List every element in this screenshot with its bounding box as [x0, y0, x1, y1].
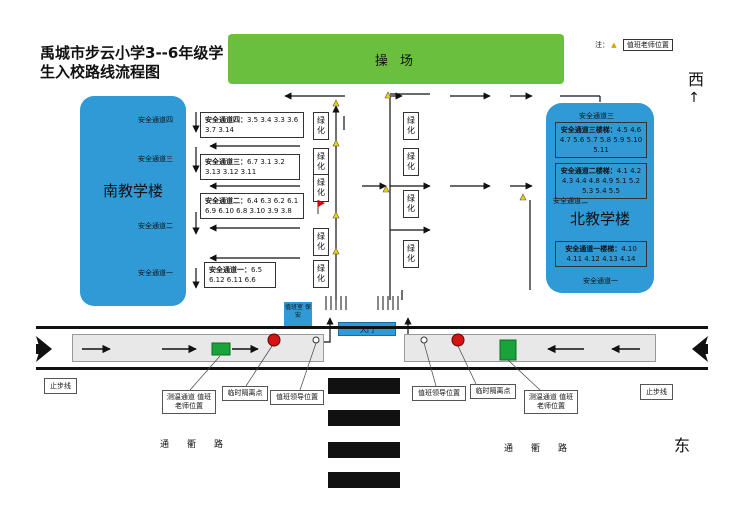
leader-position-right-icon: [420, 336, 428, 344]
street-name-right: 通衢路: [504, 444, 586, 454]
stop-line-left: 止步线: [44, 378, 77, 394]
duty-teacher-triangle-icon: [384, 91, 392, 99]
leader-line: [423, 342, 437, 387]
main-gate: 大门: [338, 322, 396, 336]
callout-right-isolation: 临时隔离点: [470, 384, 516, 399]
crosswalk-stripe: [328, 378, 400, 394]
crosswalk-stripe: [328, 442, 400, 458]
flag-icon: [318, 200, 325, 207]
south-group-3-title: 安全通道三：: [205, 158, 247, 166]
direction-east: 东: [674, 436, 691, 455]
entry-arrow-right-tail: [700, 344, 708, 354]
callout-left-isolation: 临时隔离点: [222, 386, 268, 401]
north-group-2-title: 安全通道二楼梯：: [560, 167, 617, 175]
leader-line: [507, 359, 541, 391]
greenery-block: 绿化: [313, 148, 329, 176]
duty-teacher-triangle-icon: [519, 193, 527, 201]
south-building-name: 南教学楼: [102, 182, 163, 200]
isolation-point-right-icon: [451, 333, 465, 347]
south-group-3: 安全通道三：6.7 3.1 3.2 3.13 3.12 3.11: [200, 154, 300, 180]
leader-position-left-icon: [312, 336, 320, 344]
callout-right-guide: 值班领导位置: [412, 386, 466, 401]
greenery-block: 绿化: [403, 112, 419, 140]
south-group-1-title: 安全通道一：: [209, 266, 251, 274]
south-group-4-classes: 3.5 3.4 3.3 3.6 3.7 3.14: [205, 116, 299, 134]
direction-west-label: 西: [688, 70, 705, 89]
legend: 注： ▲ 值班老师位置: [595, 39, 673, 51]
crosswalk-stripe: [328, 472, 400, 488]
north-group-3-classes: 4.5 4.6 4.7 5.6 5.7 5.8 5.9 5.10 5.11: [559, 126, 643, 154]
south-group-2-title: 安全通道二：: [205, 197, 247, 205]
north-channel-bottom: 安全通道一: [583, 277, 618, 285]
greenery-block: 绿化: [403, 190, 419, 218]
north-group-3-title: 安全通道三楼梯：: [560, 126, 617, 134]
north-building-name: 北教学楼: [569, 210, 630, 228]
triangle-icon: ▲: [611, 41, 617, 49]
south-channel-1: 安全通道一: [138, 269, 173, 277]
south-group-4-title: 安全通道四：: [205, 116, 247, 124]
south-group-2-classes: 6.4 6.3 6.2 6.1 6.9 6.10 6.8 3.10 3.9 3.…: [205, 197, 299, 215]
south-building: [80, 96, 186, 306]
temp-check-booth-left: [211, 342, 231, 356]
duty-teacher-triangle-icon: [332, 99, 340, 107]
south-channel-2: 安全通道二: [138, 222, 173, 230]
greenery-block: 绿化: [403, 148, 419, 176]
north-group-1: 安全通道一楼梯：4.10 4.11 4.12 4.13 4.14: [555, 241, 647, 267]
leader-line: [457, 345, 477, 385]
entry-arrow-left-tail: [36, 344, 44, 354]
guard-room: 值班室 保安: [284, 302, 312, 326]
duty-teacher-triangle-icon: [332, 247, 340, 255]
callout-right-temp-check: 测温通道 值班老师位置: [524, 390, 578, 414]
leader-line: [245, 345, 273, 387]
callout-left-temp-check: 测温通道 值班老师位置: [162, 390, 216, 414]
greenery-block: 绿化: [313, 112, 329, 140]
legend-prefix: 注：: [595, 41, 609, 49]
north-group-1-classes: 4.10 4.11 4.12 4.13 4.14: [566, 245, 637, 263]
callout-left-guide: 值班领导位置: [270, 390, 324, 405]
north-group-1-title: 安全通道一楼梯：: [565, 245, 622, 253]
south-channel-3: 安全通道三: [138, 155, 173, 163]
duty-teacher-triangle-icon: [332, 139, 340, 147]
legend-label: 值班老师位置: [622, 39, 673, 51]
duty-teacher-triangle-icon: [382, 185, 390, 193]
south-channel-4: 安全通道四: [138, 116, 173, 124]
playground: 操 场: [228, 34, 564, 84]
south-group-2: 安全通道二：6.4 6.3 6.2 6.1 6.9 6.10 6.8 3.10 …: [200, 193, 304, 219]
arrow-up-icon: ↑: [688, 90, 700, 106]
north-channel-mid: 安全通道二: [553, 197, 588, 205]
stop-line-right: 止步线: [640, 384, 673, 400]
isolation-point-left-icon: [267, 333, 281, 347]
crosswalk-stripe: [328, 410, 400, 426]
south-group-1: 安全通道一：6.5 6.12 6.11 6.6: [204, 262, 276, 288]
leader-line: [299, 342, 317, 391]
temp-check-booth-right: [499, 339, 517, 361]
greenery-block: 绿化: [313, 260, 329, 288]
north-group-2-classes: 4.1 4.2 4.3 4.4 4.8 4.9 5.1 5.2 5.3 5.4 …: [562, 167, 642, 195]
direction-west: 西 ↑: [688, 66, 704, 106]
leader-line: [189, 355, 221, 391]
page-title: 禹城市步云小学3--6年级学生入校路线流程图: [40, 44, 224, 81]
south-group-4: 安全通道四：3.5 3.4 3.3 3.6 3.7 3.14: [200, 112, 304, 138]
left-lane: [72, 334, 324, 362]
north-channel-top: 安全通道三: [579, 112, 614, 120]
north-group-2: 安全通道二楼梯：4.1 4.2 4.3 4.4 4.8 4.9 5.1 5.2 …: [555, 163, 647, 199]
south-group-3-classes: 6.7 3.1 3.2 3.13 3.12 3.11: [205, 158, 285, 176]
south-group-1-classes: 6.5 6.12 6.11 6.6: [209, 266, 263, 284]
greenery-block: 绿化: [403, 240, 419, 268]
greenery-block: 绿化: [313, 228, 329, 256]
street-name-left: 通衢路: [160, 440, 242, 450]
duty-teacher-triangle-icon: [332, 211, 340, 219]
north-group-3: 安全通道三楼梯：4.5 4.6 4.7 5.6 5.7 5.8 5.9 5.10…: [555, 122, 647, 158]
greenery-block: 绿化: [313, 174, 329, 202]
road: [36, 326, 708, 370]
